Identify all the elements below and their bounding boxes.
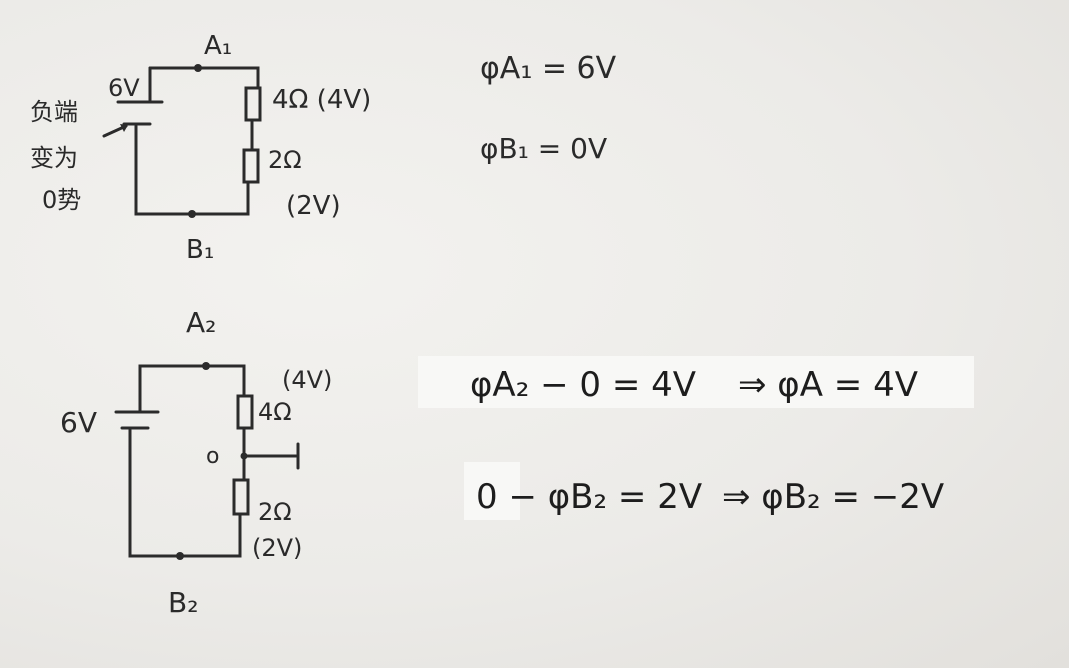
equation-phi-b2-result: ⇒ φB₂ = −2V bbox=[722, 477, 944, 517]
equation-phi-b1: φB₁ = 0V bbox=[480, 132, 607, 165]
circuit-2-node-a-label: A₂ bbox=[186, 306, 216, 339]
equation-phi-a1: φA₁ = 6V bbox=[480, 51, 617, 86]
circuit-2-r1-label: 4Ω bbox=[258, 398, 292, 426]
circuit-2-node-a bbox=[202, 362, 210, 370]
circuit-1-resistor-2ohm bbox=[242, 148, 260, 184]
circuit-1-r2-voltage-label: (2V) bbox=[286, 191, 341, 221]
circuit-1-node-b bbox=[188, 210, 196, 218]
circuit-1: A₁ B₁ 6V 4Ω (4V) 2Ω (2V) 负端 变为 0势 bbox=[30, 31, 371, 265]
circuit-2-node-b bbox=[176, 552, 184, 560]
circuit-1-r2-label: 2Ω bbox=[268, 146, 302, 174]
circuit-2: A₂ B₂ 6V (4V) 4Ω o 2Ω (2V) bbox=[60, 306, 332, 619]
circuit-1-note-arrowhead bbox=[120, 124, 128, 132]
equation-phi-a2: φA₂ − 0 = 4V bbox=[470, 365, 696, 405]
circuit-1-battery-label: 6V bbox=[108, 74, 140, 102]
circuit-2-r1-voltage-label: (4V) bbox=[282, 366, 332, 394]
circuit-1-node-b-label: B₁ bbox=[186, 235, 214, 265]
circuit-2-top-wire bbox=[138, 364, 246, 398]
circuit-2-r2-label: 2Ω bbox=[258, 498, 292, 526]
circuit-1-node-a bbox=[194, 64, 202, 72]
circuit-1-node-a-label: A₁ bbox=[204, 31, 232, 61]
circuit-2-bottom-wire bbox=[128, 428, 242, 558]
equation-phi-b2: 0 − φB₂ = 2V bbox=[476, 477, 702, 517]
circuit-2-resistor-4ohm bbox=[236, 394, 254, 430]
equation-4-paper-patch bbox=[464, 462, 520, 520]
circuit-1-resistor-4ohm bbox=[244, 86, 262, 122]
circuit-1-bottom-wire bbox=[134, 124, 250, 216]
circuit-2-resistor-2ohm bbox=[232, 478, 250, 516]
circuit-2-node-b-label: B₂ bbox=[168, 586, 198, 619]
equation-3-paper-patch bbox=[418, 356, 974, 408]
circuit-1-note-line-1: 负端 bbox=[30, 98, 78, 126]
circuit-2-r2-voltage-label: (2V) bbox=[252, 534, 302, 562]
circuit-2-ground-node-label: o bbox=[206, 444, 219, 469]
equation-phi-a-result: ⇒ φA = 4V bbox=[738, 365, 918, 405]
circuit-1-note-line-3: 0势 bbox=[42, 186, 81, 214]
circuit-2-battery-label: 6V bbox=[60, 406, 97, 439]
circuit-2-ground-node bbox=[240, 452, 248, 460]
equations: φA₁ = 6V φB₁ = 0V φA₂ − 0 = 4V ⇒ φA = 4V… bbox=[418, 51, 974, 520]
circuit-1-note-line-2: 变为 bbox=[30, 144, 78, 172]
circuit-1-top-wire bbox=[148, 66, 260, 90]
circuit-1-r1-label: 4Ω (4V) bbox=[272, 85, 371, 115]
